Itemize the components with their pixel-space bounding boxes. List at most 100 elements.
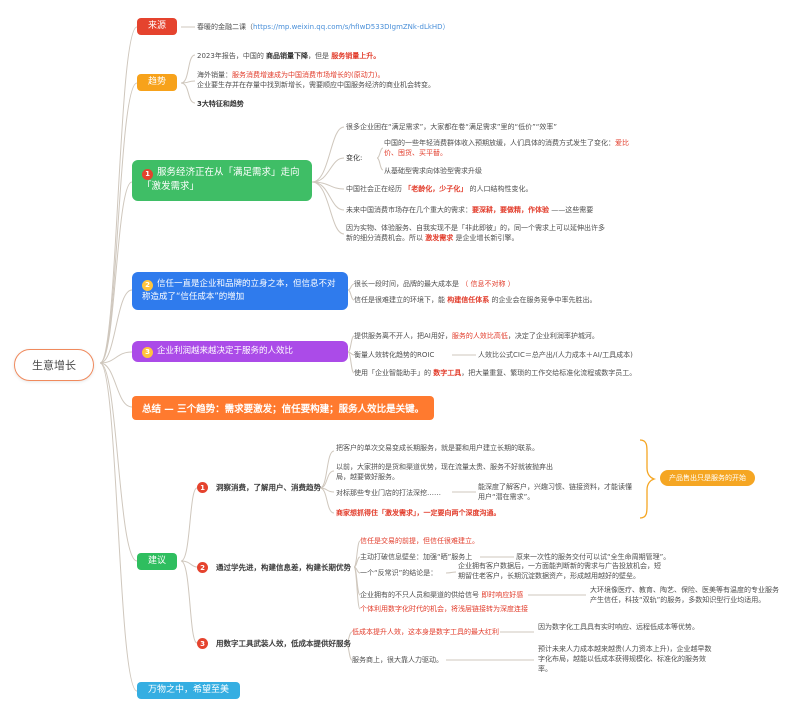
trust-child-1[interactable]: 很长一段时间，品牌的最大成本是 （ 信息不对称 ） <box>354 279 515 289</box>
advice-2-child-3-detail[interactable]: 企业拥有客户数据后，一方面能判断新的需求与广告投放机会，短期留住老客户，长期沉淀… <box>458 561 663 581</box>
branch-advice-label: 建议 <box>148 556 167 566</box>
trend-item-2-prefix: 海外销量： <box>197 71 232 79</box>
demand-child-4-text2: ——这些需要 <box>549 206 594 214</box>
advice-2-child-1[interactable]: 信任是交易的前提，但信任很难建立。 <box>360 536 479 546</box>
topic-trust-number-badge: 2 <box>142 279 153 291</box>
advice-3-child-2[interactable]: 服务商上，很大靠人力驱动。 <box>352 655 443 665</box>
branch-trend[interactable]: 趋势 <box>137 74 178 91</box>
advice-2-child-1-text: 信任是交易的前提，但信任很难建立。 <box>360 537 479 545</box>
branch-source-label: 来源 <box>148 21 167 31</box>
summary-banner[interactable]: 总结 — 三个趋势：需求要激发；信任要构建；服务人效比是关键。 <box>132 396 435 420</box>
trust-child-2[interactable]: 信任是很难建立的环境下，能 构建信任体系 的企业会在服务竞争中率先胜出。 <box>354 295 596 305</box>
advice-2-child-3[interactable]: 一个“反常识”的结论是： <box>360 568 437 578</box>
advice-3-topic[interactable]: 3 用数字工具武装人效，低成本提供好服务 <box>197 638 351 649</box>
trend-item-2-text: 企业要生存并在存量中找到新增长，需要顺应中国服务经济的商业机会转变。 <box>197 81 435 90</box>
advice-2-child-2-text: 主动打破信息壁垒：加强“晒”服务上 <box>360 553 473 561</box>
source-link[interactable]: 春暖的金融二课（https://mp.weixin.qq.com/s/hfIwD… <box>197 22 450 32</box>
advice-2-child-2[interactable]: 主动打破信息壁垒：加强“晒”服务上 <box>360 552 472 562</box>
root-node[interactable]: 生意增长 <box>14 349 94 381</box>
advice-1-child-3-detail[interactable]: 能深度了解客户，兴趣习惯、链接资料，才能读懂用户“潜在需求”。 <box>478 482 638 502</box>
demand-child-4[interactable]: 未来中国消费市场存在几个重大的需求：要深耕，要做精，作体验 ——这些需要 <box>346 205 593 215</box>
trend-item-2[interactable]: 海外销量：服务消费增速成为中国消费市场增长的(原动力)。 企业要生存并在存量中找… <box>197 70 467 90</box>
advice-1-title: 洞察消费，了解用户、消费趋势 <box>216 483 321 492</box>
advice-2-topic[interactable]: 2 通过学先进，构建信息差，构建长期优势 <box>197 562 351 573</box>
demand-child-4-text: 未来中国消费市场存在几个重大的需求： <box>346 206 472 214</box>
root-label: 生意增长 <box>32 359 76 372</box>
advice-2-child-5-text: 个体利用数字化时代的机会，将浅层链接转为深度连接 <box>360 605 528 613</box>
demand-child-1[interactable]: 很多企业困在“满足需求”，大家都在卷“满足需求”里的“低价”“效率” <box>346 122 557 132</box>
advice-2-child-3-text: 一个“反常识”的结论是： <box>360 569 438 577</box>
demand-child-3[interactable]: 中国社会正在经历 「老龄化，少子化」 的人口结构性变化。 <box>346 184 532 194</box>
source-link-prefix: 春暖的金融二课（ <box>197 23 253 31</box>
trust-child-1-text: 很长一段时间，品牌的最大成本是 <box>354 280 462 288</box>
efficiency-child-3[interactable]: 使用「企业智能助手」的 数字工具，把大量重复、繁琐的工作交给标准化流程或数字员工… <box>354 368 636 378</box>
advice-2-child-4-detail-text: 大环境像医疗、教育、陶艺、保险、医美等有温度的专业服务产生信任，科技“双轨”的服… <box>590 586 779 605</box>
trend-item-1-highlight: 服务销量上升。 <box>331 52 381 60</box>
advice-1-child-3-text: 对标那些专业门店的打法深挖…… <box>336 489 441 497</box>
demand-child-5-text: 因为实物、体验服务、自我实现不是「非此即彼」的，同一个需求上可以延伸出许多新的细… <box>346 224 605 243</box>
advice-3-child-2-detail[interactable]: 预计未来人力成本越来越贵(人力资本上升)，企业越早数字化布局，越能以低成本获得规… <box>538 644 718 674</box>
efficiency-child-2[interactable]: 衡量人效转化趋势的ROIC <box>354 350 434 360</box>
advice-1-child-2-text: 以前，大家拼的是货和渠道优势，现在流量太贵、服务不好就被抛弃出局，越要做好服务。 <box>336 463 553 482</box>
trust-child-2-highlight: 构建信任体系 <box>447 296 490 304</box>
advice-1-child-4[interactable]: 商家想抓得住「激发需求」，一定要向两个深度沟通。 <box>336 508 501 518</box>
advice-3-child-1-detail[interactable]: 因为数字化工具具有实时响应、远程低成本等优势。 <box>538 622 708 632</box>
topic-demand-title: 服务经济正在从「满足需求」走向「激发需求」 <box>142 167 300 193</box>
trend-item-1-text2: ，但是 <box>308 52 332 60</box>
demand-change-child-1[interactable]: 中国的一些年轻消费群体收入预期放缓，人们具体的消费方式发生了变化：爱比价、囤货、… <box>384 138 629 158</box>
advice-1-child-1[interactable]: 把客户的单次交易变成长期服务，就是要和用户建立长期的联系。 <box>336 443 554 453</box>
advice-1-child-3-detail-text: 能深度了解客户，兴趣习惯、链接资料，才能读懂用户“潜在需求”。 <box>478 483 632 502</box>
advice-2-child-2-detail[interactable]: 原来一次性的服务交付可以试“全生命周期管理”。 <box>516 552 670 562</box>
advice-3-child-2-detail-text: 预计未来人力成本越来越贵(人力资本上升)，企业越早数字化布局，越能以低成本获得规… <box>538 645 712 674</box>
demand-child-5[interactable]: 因为实物、体验服务、自我实现不是「非此即彼」的，同一个需求上可以延伸出许多新的细… <box>346 223 611 243</box>
advice-2-child-4[interactable]: 企业拥有的不只人员和渠道的供给信号 即时响应好感 <box>360 590 523 600</box>
advice-1-child-4-text: 商家想抓得住「激发需求」，一定要向两个深度沟通。 <box>336 509 501 517</box>
advice-3-title: 用数字工具武装人效，低成本提供好服务 <box>216 639 351 648</box>
efficiency-child-3-text: 使用「企业智能助手」的 <box>354 369 434 377</box>
advice-1-child-2[interactable]: 以前，大家拼的是货和渠道优势，现在流量太贵、服务不好就被抛弃出局，越要做好服务。 <box>336 462 554 482</box>
branch-footer-label: 万物之中，希望至美 <box>148 685 230 695</box>
branch-source[interactable]: 来源 <box>137 18 178 35</box>
efficiency-child-2-text: 衡量人效转化趋势的ROIC <box>354 351 435 359</box>
demand-child-5-text2: 是企业增长新引擎。 <box>453 234 519 243</box>
demand-change-child-1-text: 中国的一些年轻消费群体收入预期放缓，人们具体的消费方式发生了变化： <box>384 139 615 147</box>
trend-item-2-highlight: 服务消费增速成为中国消费市场增长的(原动力)。 <box>232 71 385 79</box>
product-service-note-text: 产品售出只是服务的开始 <box>669 474 746 482</box>
branch-advice[interactable]: 建议 <box>137 553 178 570</box>
advice-1-number-badge: 1 <box>197 482 208 493</box>
advice-1-child-3[interactable]: 对标那些专业门店的打法深挖…… <box>336 488 441 498</box>
demand-child-3-text: 中国社会正在经历 <box>346 185 405 193</box>
trust-child-2-text: 信任是很难建立的环境下，能 <box>354 296 448 304</box>
group-brace <box>639 439 657 519</box>
advice-2-child-4-detail[interactable]: 大环境像医疗、教育、陶艺、保险、医美等有温度的专业服务产生信任，科技“双轨”的服… <box>590 585 780 605</box>
branch-footer[interactable]: 万物之中，希望至美 <box>137 682 241 699</box>
source-link-url: https://mp.weixin.qq.com/s/hfIwD533DIgmZ… <box>253 23 450 31</box>
demand-change-label-text: 变化: <box>346 154 363 162</box>
trend-item-3[interactable]: 3大特征和趋势 <box>197 99 244 109</box>
advice-2-child-5[interactable]: 个体利用数字化时代的机会，将浅层链接转为深度连接 <box>360 604 528 614</box>
topic-trust-title: 信任一直是企业和品牌的立身之本，但信息不对称造成了“信任成本”的增加 <box>142 279 336 302</box>
trust-child-2-text2: 的企业会在服务竞争中率先胜出。 <box>489 296 597 304</box>
advice-2-title: 通过学先进，构建信息差，构建长期优势 <box>216 563 351 572</box>
efficiency-child-3-highlight: 数字工具 <box>433 369 462 377</box>
demand-change-child-1-highlight: 爱比价、囤货、买平替。 <box>384 139 629 158</box>
efficiency-child-2-detail[interactable]: 人效比公式CIC＝总产出/(人力成本＋AI/工具成本) <box>478 350 633 360</box>
advice-1-topic[interactable]: 1 洞察消费，了解用户、消费趋势 <box>197 482 321 493</box>
demand-child-3-text2: 的人口结构性变化。 <box>467 185 533 193</box>
trend-item-1-bold: 商品销量下降 <box>266 52 309 60</box>
trend-item-1[interactable]: 2023年报告，中国的 商品销量下降，但是 服务销量上升。 <box>197 51 380 61</box>
product-service-note[interactable]: 产品售出只是服务的开始 <box>660 470 755 486</box>
demand-change-child-2[interactable]: 从基础型需求向体验型需求升级 <box>384 166 482 176</box>
advice-1-child-1-text: 把客户的单次交易变成长期服务，就是要和用户建立长期的联系。 <box>336 444 539 452</box>
efficiency-child-1-text2: ，决定了企业利润率护城河。 <box>507 332 599 340</box>
advice-3-child-1[interactable]: 低成本提升人效，这本身是数字工具的最大红利 <box>352 627 499 637</box>
advice-3-child-2-text: 服务商上，很大靠人力驱动。 <box>352 656 443 664</box>
advice-2-child-3-detail-text: 企业拥有客户数据后，一方面能判断新的需求与广告投放机会，短期留住老客户，长期沉淀… <box>458 562 661 581</box>
efficiency-child-1[interactable]: 提供服务离不开人，把AI用好，服务的人效比高低，决定了企业利润率护城河。 <box>354 331 599 341</box>
demand-change-label[interactable]: 变化: <box>346 153 362 163</box>
